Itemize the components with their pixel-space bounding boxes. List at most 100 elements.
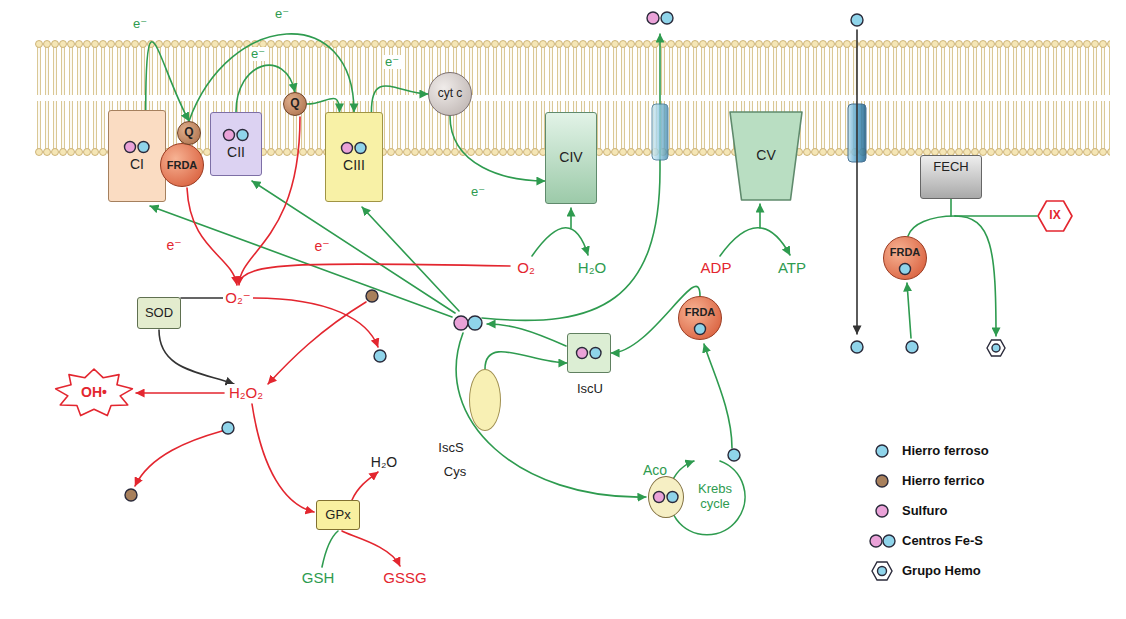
iscs-ellipse: IscS — [469, 369, 501, 431]
iron-atom — [900, 264, 911, 275]
electron-leak-arrow — [187, 188, 237, 285]
ferrochelatase-box: FECH — [920, 155, 982, 199]
iron-atom — [355, 142, 366, 153]
connector-arrow — [189, 34, 354, 121]
node-text: CII — [227, 145, 245, 160]
shape-outline — [730, 112, 802, 200]
legend-label: Centros Fe-S — [902, 534, 983, 549]
legend-ferrous-icon — [876, 445, 888, 457]
shape-outline — [1038, 201, 1072, 231]
reaction-label: H₂O₂ — [227, 384, 265, 401]
heme-icon — [987, 340, 1005, 356]
iscu-box: IscU — [567, 333, 611, 373]
fe-s-cluster-icon — [575, 346, 603, 360]
ferric-iron-icon — [366, 290, 378, 302]
legend-ferric-icon — [876, 475, 888, 487]
ferrous-iron-icon — [374, 350, 386, 362]
reaction-label: e⁻ — [164, 237, 183, 253]
iron-delivery-arrow — [704, 344, 732, 448]
reaction-label: O₂⁻ — [223, 289, 252, 306]
node-text: FECH — [933, 160, 968, 174]
fe-s-cluster-icon — [454, 316, 482, 330]
water-arrow — [352, 472, 378, 500]
ferrous-iron-icon — [898, 262, 912, 276]
heme-path-line — [955, 215, 1037, 217]
reaction-label: H₂O — [369, 454, 399, 470]
connector-arrow — [450, 116, 545, 181]
sulfide-atom — [224, 129, 235, 140]
ferrous-iron-icon — [851, 14, 863, 26]
fe-s-cluster-icon — [222, 128, 250, 142]
fe-s-cluster-icon — [340, 141, 368, 155]
reaction-arc — [532, 228, 588, 256]
dismutation-line — [181, 297, 224, 299]
ferrous-iron-icon — [222, 422, 234, 434]
connector-arrow — [371, 86, 428, 112]
node-text: IX — [1049, 209, 1060, 222]
fe-s-cluster-icon — [652, 490, 680, 504]
aconitase-ellipse: Aco — [648, 476, 684, 518]
legend-sulfide-icon — [876, 505, 888, 517]
iron-import-arrow — [856, 30, 858, 334]
node-text: FRDA — [685, 306, 716, 318]
complex-i-box: CI — [108, 110, 166, 202]
fes-supply-arrow — [150, 206, 452, 317]
edge-label: e⁻ — [273, 7, 291, 21]
connector-arrow — [485, 352, 567, 369]
atp-synthase-trapezoid: CV — [730, 112, 802, 200]
heme-path-line — [950, 199, 952, 216]
dismutation-arrow — [159, 330, 234, 384]
sulfide-atom — [577, 348, 588, 359]
frataxin-circle: FRDA — [160, 143, 204, 187]
edge-label: e⁻ — [249, 47, 267, 61]
membrane-outer-leaflet — [35, 40, 1110, 96]
ferrous-iron-icon — [906, 341, 918, 353]
iron-atom — [590, 348, 601, 359]
frataxin-circle: FRDA — [678, 296, 722, 340]
membrane-channel — [652, 104, 668, 160]
node-text: CIII — [343, 158, 365, 173]
shape-outline — [56, 369, 133, 416]
sulfide-atom — [342, 142, 353, 153]
oxidation-arrow — [135, 431, 222, 486]
ubiquinone-circle: Q — [177, 121, 201, 145]
reaction-label: O₂ — [515, 259, 537, 276]
sulfide-atom — [654, 492, 665, 503]
reaction-label: GSSG — [381, 569, 428, 586]
heme-path-arrow — [955, 216, 996, 336]
reaction-label: GSH — [300, 569, 337, 586]
cytochrome-c-circle: cyt c — [428, 72, 472, 116]
complex-ii-box: CII — [210, 112, 262, 176]
fes-supply-arrow — [456, 333, 646, 497]
node-text: CV — [756, 148, 775, 163]
fe-s-cluster-icon — [123, 140, 151, 154]
reaction-label: ATP — [776, 259, 808, 276]
legend-heme-icon — [872, 562, 892, 580]
legend-label: Grupo Hemo — [902, 564, 981, 579]
ferric-iron-icon — [125, 489, 137, 501]
heme-path-line — [908, 216, 955, 236]
glutathione-line — [322, 531, 338, 567]
node-text: Q — [290, 97, 299, 110]
node-text: cyt c — [438, 87, 463, 100]
reaction-arc — [720, 228, 790, 256]
ferrous-iron-icon — [851, 341, 863, 353]
edge-label: e⁻ — [383, 55, 401, 69]
oxygen-line — [239, 264, 510, 283]
ferrous-iron-icon — [728, 449, 740, 461]
fenton-arrow — [268, 302, 366, 384]
node-text: Q — [184, 126, 193, 139]
reaction-label: Krebs cycle — [688, 482, 742, 512]
gpx-box: GPx — [316, 500, 360, 530]
fe-s-cluster-icon — [647, 12, 673, 24]
legend-label: Sulfuro — [902, 504, 948, 519]
legend-label: Hierro ferroso — [902, 444, 989, 459]
ubiquinone-circle: Q — [283, 92, 307, 116]
complex-iii-box: CIII — [325, 112, 383, 202]
reaction-arrow — [759, 204, 761, 228]
connector-arrow — [307, 98, 340, 112]
complex-iv-box: CIV — [545, 112, 597, 204]
node-text: CI — [130, 157, 144, 172]
node-text: FRDA — [167, 159, 198, 171]
ferrous-iron-icon — [693, 322, 707, 336]
